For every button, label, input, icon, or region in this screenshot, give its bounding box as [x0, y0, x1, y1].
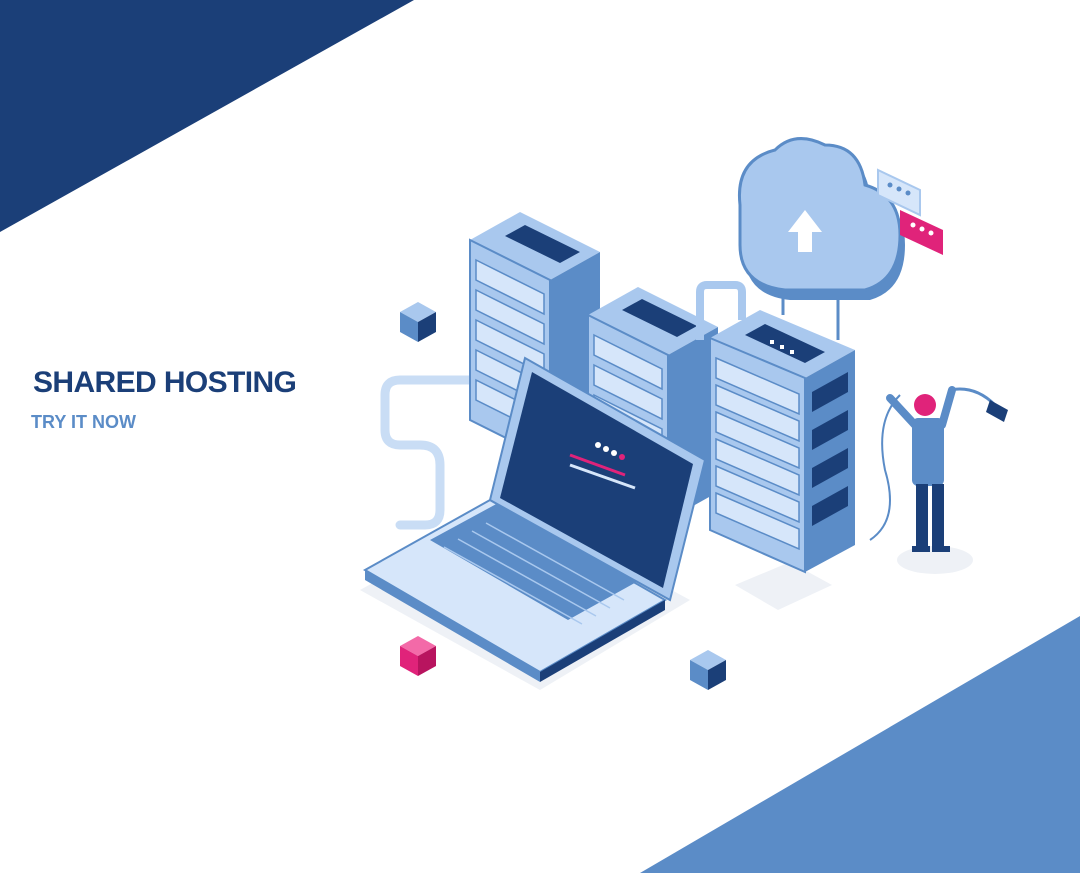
- cable: [380, 375, 475, 530]
- person-icon: [869, 386, 1008, 552]
- page-title: SHARED HOSTING: [33, 366, 297, 399]
- laptop-icon: [362, 356, 707, 682]
- cube-icon: [400, 636, 436, 676]
- cube-icon: [400, 302, 436, 342]
- hosting-illustration: [360, 137, 1008, 690]
- cube-icon: [690, 650, 726, 690]
- server-rack-icon: [709, 310, 855, 574]
- try-it-now-link[interactable]: TRY IT NOW: [31, 412, 136, 432]
- cable-plug-icon: [986, 400, 1008, 422]
- chat-bubble-icon: [877, 168, 943, 255]
- cloud-upload-icon: [737, 137, 905, 340]
- rack-connector: [696, 281, 746, 340]
